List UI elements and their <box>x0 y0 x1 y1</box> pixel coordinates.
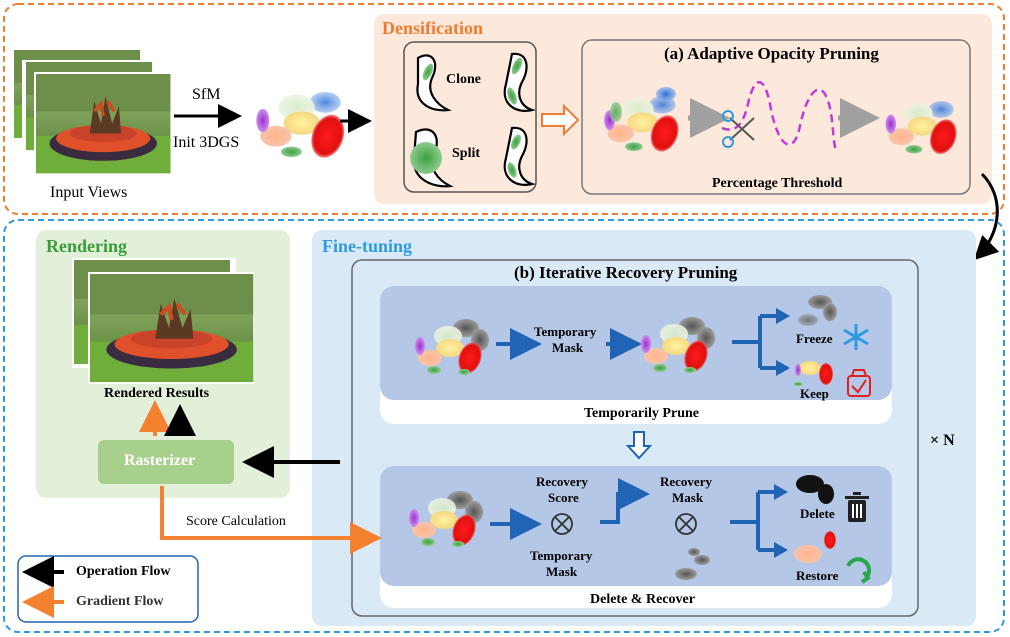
legend-gradient-flow: Gradient Flow <box>76 594 164 609</box>
irp-title: (b) Iterative Recovery Pruning <box>514 263 738 282</box>
split-label: Split <box>452 146 481 161</box>
loop-curve-arrow <box>973 172 1000 261</box>
score-calc-arrow <box>160 486 382 554</box>
aop-title: (a) Adaptive Opacity Pruning <box>664 44 879 63</box>
finetuning-title: Fine-tuning <box>322 236 413 256</box>
clone-source-shape <box>416 54 452 112</box>
recycle-icon <box>846 557 872 584</box>
top-dashed-border <box>3 3 1005 215</box>
clone-label: Clone <box>446 72 481 87</box>
delete-recover-panel <box>380 466 892 586</box>
otimes-2 <box>675 513 697 535</box>
recovery-score-label-b: Score <box>548 490 579 505</box>
keep-box-icon <box>847 369 871 397</box>
score-calculation-label: Score Calculation <box>186 514 286 529</box>
temporarily-prune-label: Temporarily Prune <box>584 406 699 421</box>
input-views-label: Input Views <box>50 184 128 201</box>
densification-title: Densification <box>382 18 483 38</box>
recovery-mask-label-a: Recovery <box>660 474 712 489</box>
trash-icon <box>845 492 869 522</box>
recovery-mask-label-b: Mask <box>672 490 704 505</box>
percentage-threshold-label: Percentage Threshold <box>712 176 843 191</box>
times-n-label: × N <box>930 432 955 449</box>
densification-panel <box>374 14 992 204</box>
recovery-score-label-a: Recovery <box>536 474 588 489</box>
dr-step-arrow <box>600 478 650 524</box>
restore-label: Restore <box>796 568 839 583</box>
irp-box <box>351 259 919 617</box>
temporary-mask-label-1a: Temporary <box>534 324 597 339</box>
opacity-wave <box>721 81 838 151</box>
delete-recover-label: Delete & Recover <box>590 592 695 607</box>
clone-result-shape <box>503 52 536 112</box>
rendered-photo-stack <box>72 258 254 384</box>
restore-cloud <box>794 531 836 563</box>
rasterizer-box <box>98 440 234 484</box>
rendering-title: Rendering <box>46 236 127 256</box>
keep-label: Keep <box>800 386 829 401</box>
rendered-results-label: Rendered Results <box>104 386 210 401</box>
split-source-shape <box>410 128 454 188</box>
legend-operation-flow: Operation Flow <box>76 564 171 579</box>
densification-hollow-arrow <box>541 103 580 137</box>
down-hollow-arrow <box>625 431 653 460</box>
freeze-cloud <box>798 295 837 326</box>
delete-cloud <box>796 475 834 504</box>
split-result-shape <box>503 126 536 186</box>
keep-cloud <box>793 361 833 386</box>
init-3dgs-label: Init 3DGS <box>173 134 240 151</box>
scissors-icon <box>722 110 755 148</box>
input-photo-stack <box>10 48 173 176</box>
aop-box <box>581 39 971 195</box>
clone-split-box <box>403 41 537 193</box>
tp-branch-arrow <box>732 314 780 370</box>
bottom-dashed-border <box>3 219 1005 633</box>
freeze-label: Freeze <box>796 331 833 346</box>
otimes-1 <box>551 513 573 535</box>
temporary-mask-label-2b: Mask <box>546 564 578 579</box>
gray-mask-cloud <box>675 548 710 580</box>
init-gaussian-cloud <box>256 92 351 163</box>
snowflake-icon <box>843 324 869 350</box>
rasterizer-label: Rasterizer <box>124 452 196 469</box>
aop-cloud-before <box>604 87 684 156</box>
delete-label: Delete <box>800 506 835 521</box>
dr-branch-arrow <box>730 490 778 552</box>
temporary-mask-label-1b: Mask <box>552 340 584 355</box>
sfm-label: SfM <box>192 86 221 103</box>
temporary-mask-label-2a: Temporary <box>530 548 593 563</box>
